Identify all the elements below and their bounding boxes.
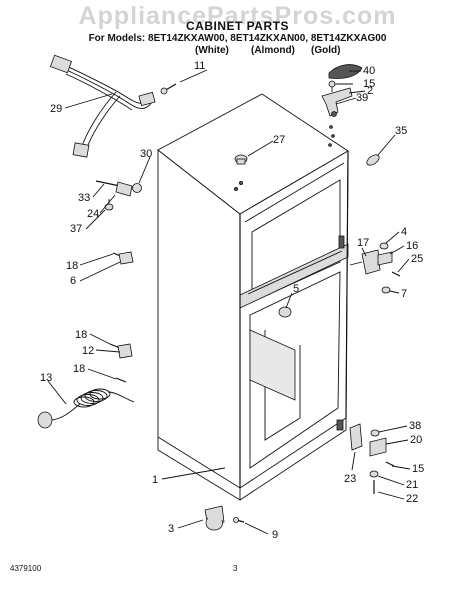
color-white: (White) [195, 45, 229, 56]
callout-25: 25 [411, 253, 423, 265]
callout-15-b: 15 [412, 463, 424, 475]
part-center-hinge-17 [349, 249, 381, 275]
part-bottom-hinge-23 [349, 423, 363, 451]
part-plug-27 [234, 154, 248, 165]
callout-21: 21 [406, 479, 418, 491]
color-gold: (Gold) [311, 45, 341, 56]
callout-4: 4 [401, 226, 407, 238]
callout-39: 39 [356, 92, 368, 104]
document-number: 4379100 [10, 564, 42, 573]
part-top-hinge-39 [321, 87, 353, 117]
callout-16: 16 [406, 240, 418, 252]
part-38-20-15-21-22 [369, 429, 395, 494]
part-bushing-35 [366, 154, 380, 166]
callout-6: 6 [70, 275, 76, 287]
part-16-4-25-7 [377, 242, 401, 294]
leader-lines [47, 69, 411, 535]
callout-24: 24 [87, 208, 99, 220]
callout-18-b: 18 [75, 329, 87, 341]
watermark: AppliancePartsPros.com [78, 2, 397, 30]
callout-1: 1 [152, 474, 158, 486]
callout-20: 20 [410, 434, 422, 446]
models-line: For Models: 8ET14ZKXAW00, 8ET14ZKXAN00, … [88, 33, 387, 44]
part-screw-15-top [328, 80, 336, 92]
callout-12: 12 [82, 345, 94, 357]
callout-37: 37 [70, 223, 82, 235]
callout-2: 2 [367, 85, 373, 97]
callout-30: 30 [140, 148, 152, 160]
callout-15-a: 15 [363, 78, 375, 90]
callout-3: 3 [168, 523, 174, 535]
callout-27: 27 [273, 134, 285, 146]
color-almond: (Almond) [251, 45, 295, 56]
callout-7: 7 [401, 288, 407, 300]
callout-13: 13 [40, 372, 52, 384]
callout-29: 29 [50, 103, 62, 115]
page-number: 3 [233, 564, 238, 573]
part-wire-harness [49, 54, 156, 158]
callout-35: 35 [395, 125, 407, 137]
part-hinge-cover-40 [328, 64, 363, 79]
callout-labels: 11 29 27 30 33 24 37 18 6 18 12 18 13 40… [40, 60, 424, 541]
callout-18-a: 18 [66, 260, 78, 272]
callout-11: 11 [194, 60, 205, 72]
callout-33: 33 [78, 192, 90, 204]
callout-22: 22 [406, 493, 418, 505]
callout-23: 23 [344, 473, 356, 485]
part-plug-5 [278, 306, 292, 318]
callout-5: 5 [293, 283, 299, 295]
cabinet-shell [157, 93, 349, 501]
callout-18-c: 18 [73, 363, 85, 375]
callout-17: 17 [357, 237, 369, 249]
part-screw-11 [160, 83, 177, 95]
part-power-cord-13 [37, 377, 135, 429]
part-18-12 [109, 343, 133, 359]
part-30-33-24-37 [95, 180, 142, 211]
part-leveling-leg-3 [204, 505, 245, 531]
callout-9: 9 [272, 529, 278, 541]
part-18-6 [112, 251, 134, 265]
callout-38: 38 [409, 420, 421, 432]
diagram-title: CABINET PARTS [186, 19, 289, 33]
callout-40: 40 [363, 65, 375, 77]
